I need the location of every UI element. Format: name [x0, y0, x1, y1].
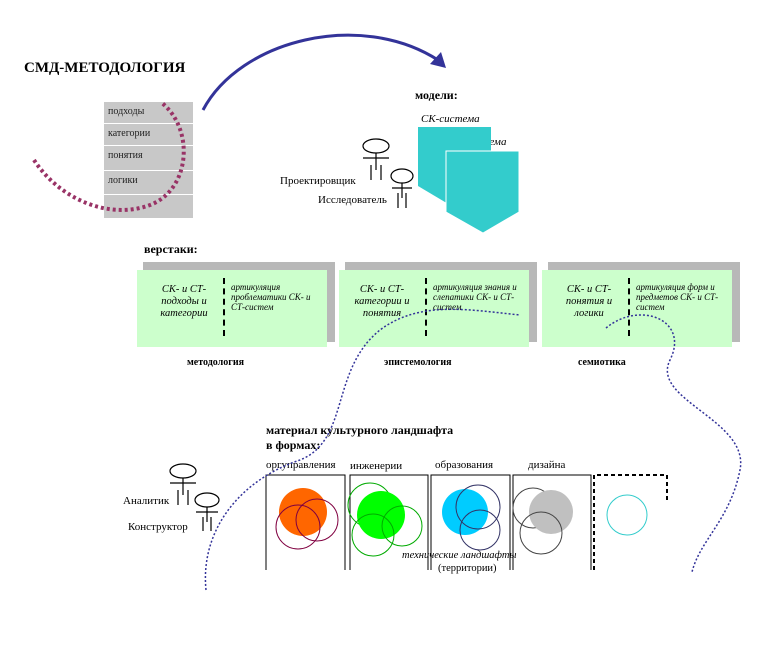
arrow-head [430, 52, 446, 68]
edu-circle-filled [442, 489, 488, 535]
workbenches-heading: верстаки: [144, 242, 198, 256]
dotted-arc [32, 101, 186, 212]
bench-label-methodology: методология [187, 357, 244, 368]
bench-divider [223, 278, 225, 336]
analyst-figure [169, 463, 197, 505]
analyst-label: Аналитик [123, 495, 170, 507]
column-label-engineering: инженерии [350, 460, 403, 472]
bench-left-text: СК- и СТ-категории и понятия [354, 284, 410, 319]
teal-circle [606, 494, 648, 536]
bench-left-text: СК- и СТ-подходы и категории [160, 284, 208, 319]
bench-right-text: артикуляция проблематики СК- и СТ-систем [231, 282, 311, 312]
designer-figure [362, 138, 390, 180]
ct-system-shape [445, 150, 520, 234]
design-circle-filled [529, 490, 573, 534]
bench-right-text: артикуляция знания и слепатики СК- и СТ-… [433, 282, 517, 312]
bench-label-semiotics: семиотика [578, 357, 626, 368]
org-circle-outline [295, 498, 339, 542]
eng-circle-outline [381, 505, 423, 547]
design-circle-outline [519, 511, 563, 555]
org-circle-filled [279, 488, 327, 536]
researcher-label: Исследователь [318, 194, 387, 206]
constructor-label: Конструктор [128, 521, 188, 533]
stack-item-categories: категории [108, 128, 151, 139]
bench-label-epistemology: эпистемология [384, 357, 452, 368]
constructor-figure [194, 492, 220, 531]
landscape-frames [265, 474, 592, 570]
stack-item-concepts: понятия [108, 150, 143, 161]
org-circle-outline [275, 504, 321, 550]
column-label-orgmanagement: оргуправления [266, 459, 336, 471]
designer-label: Проектировщик [280, 175, 356, 187]
ck-system-label: СК-система [421, 113, 480, 125]
eng-circle-outline [351, 513, 395, 557]
column-label-education: образования [435, 459, 494, 471]
edu-circle-outline [459, 509, 501, 551]
eng-circle-filled [357, 491, 405, 539]
stack-item-approaches: подходы [108, 106, 145, 117]
bench-divider [628, 278, 630, 336]
arrow-to-models [201, 33, 439, 111]
methodology-stack: подходы категории понятия логики [104, 102, 193, 218]
bench-right-text: артикуляция форм и предметов СК- и СТ-си… [636, 282, 719, 312]
column-label-design: дизайна [528, 459, 566, 471]
workbench-semiotics: СК- и СТ-понятия и логики артикуляция фо… [542, 270, 732, 347]
diagram-title: СМД-МЕТОДОЛОГИЯ [24, 60, 186, 76]
researcher-figure [390, 168, 414, 208]
landscapes-caption: технические ландшафты [402, 550, 517, 561]
landscape-heading-line1: материал культурного ландшафта [266, 423, 454, 437]
models-heading: модели: [415, 88, 458, 102]
bench-divider [425, 278, 427, 336]
edu-circle-outline [455, 484, 501, 530]
workbench-methodology: СК- и СТ-подходы и категории артикуляция… [137, 270, 327, 347]
landscape-heading-line2: в формах: [266, 438, 321, 452]
workbench-epistemology: СК- и СТ-категории и понятия артикуляция… [339, 270, 529, 347]
dotted-curve-right [605, 314, 742, 573]
dashed-frame [593, 474, 668, 570]
landscapes-caption-sub: (территории) [438, 563, 497, 574]
dotted-curve-left [204, 308, 521, 591]
bench-left-text: СК- и СТ-понятия и логики [565, 284, 613, 319]
stack-item-logics: логики [108, 175, 138, 186]
